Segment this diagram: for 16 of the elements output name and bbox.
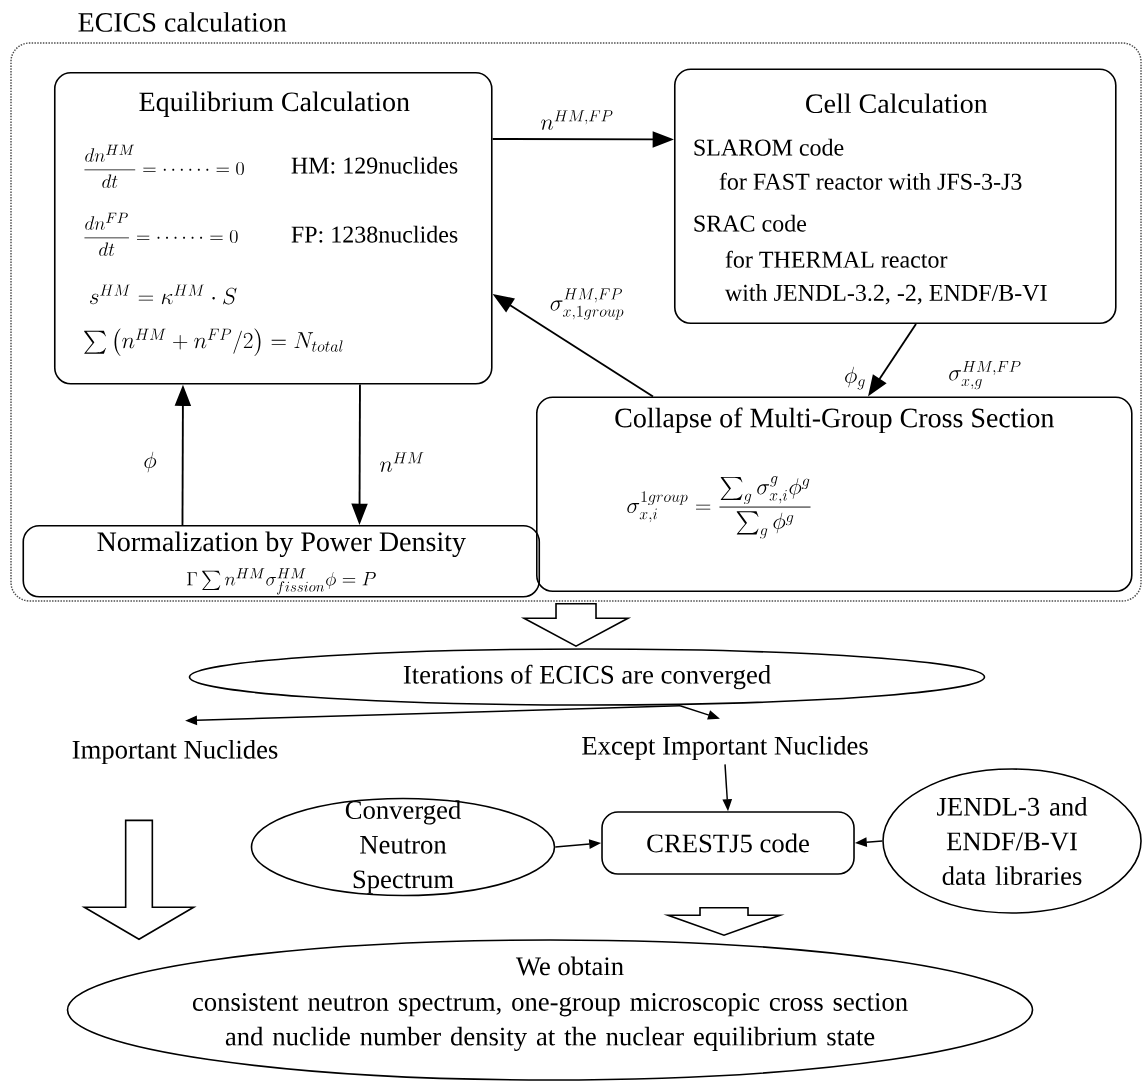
process-box: CRESTJ5 code bbox=[601, 811, 855, 875]
edge-label: $\phi_g$ bbox=[842, 365, 868, 391]
process-box: Normalization by Power Density $\Gamma\sum n^{HM}\sigma_{fission}^{HM}\phi=P$ bbox=[22, 524, 541, 598]
block-arrow bbox=[663, 907, 785, 937]
edge-label: $n^{HM}$ bbox=[378, 451, 426, 473]
branch-label: Except Important Nuclides bbox=[582, 735, 868, 761]
process-box: Equilibrium Calculation $\frac{dn^{HM}}{dt}=\cdots\cdots=0$ HM: 129nuclides $\frac{dn^{FP}}{dt}=\cdots\cdots=0$ FP: 1238nuclides $s^{HM}=\kappa^{HM}\cdot S$ $\sum\left(n^{HM}+n^{FP}/2\right)=N_{total}$ bbox=[53, 71, 493, 385]
edge-label: $\phi$ bbox=[142, 450, 158, 474]
formula-label: $\sigma_{x,g}^{HM,FP}$ bbox=[949, 360, 1021, 390]
block-arrow bbox=[520, 602, 632, 648]
edge-label: $n^{HM,FP}$ bbox=[539, 109, 615, 131]
edge-label: $\sigma_{x,1group}^{HM,FP}$ bbox=[548, 287, 626, 321]
process-box: Cell Calculation SLAROM code for FAST reactor with JFS-3-J3 SRAC code for THERMAL reactor with JENDL-3.2, -2, ENDF/B-VI bbox=[674, 68, 1117, 325]
process-box: Collapse of Multi-Group Cross Section $\sigma_{x,i}^{1group}=\frac{\sum_g\sigma_{x,i}^{g}\phi^{g}}{\sum_g\phi^{g}}$ bbox=[535, 396, 1133, 593]
branch-label: Important Nuclides bbox=[72, 739, 278, 765]
block-arrow bbox=[81, 819, 197, 941]
